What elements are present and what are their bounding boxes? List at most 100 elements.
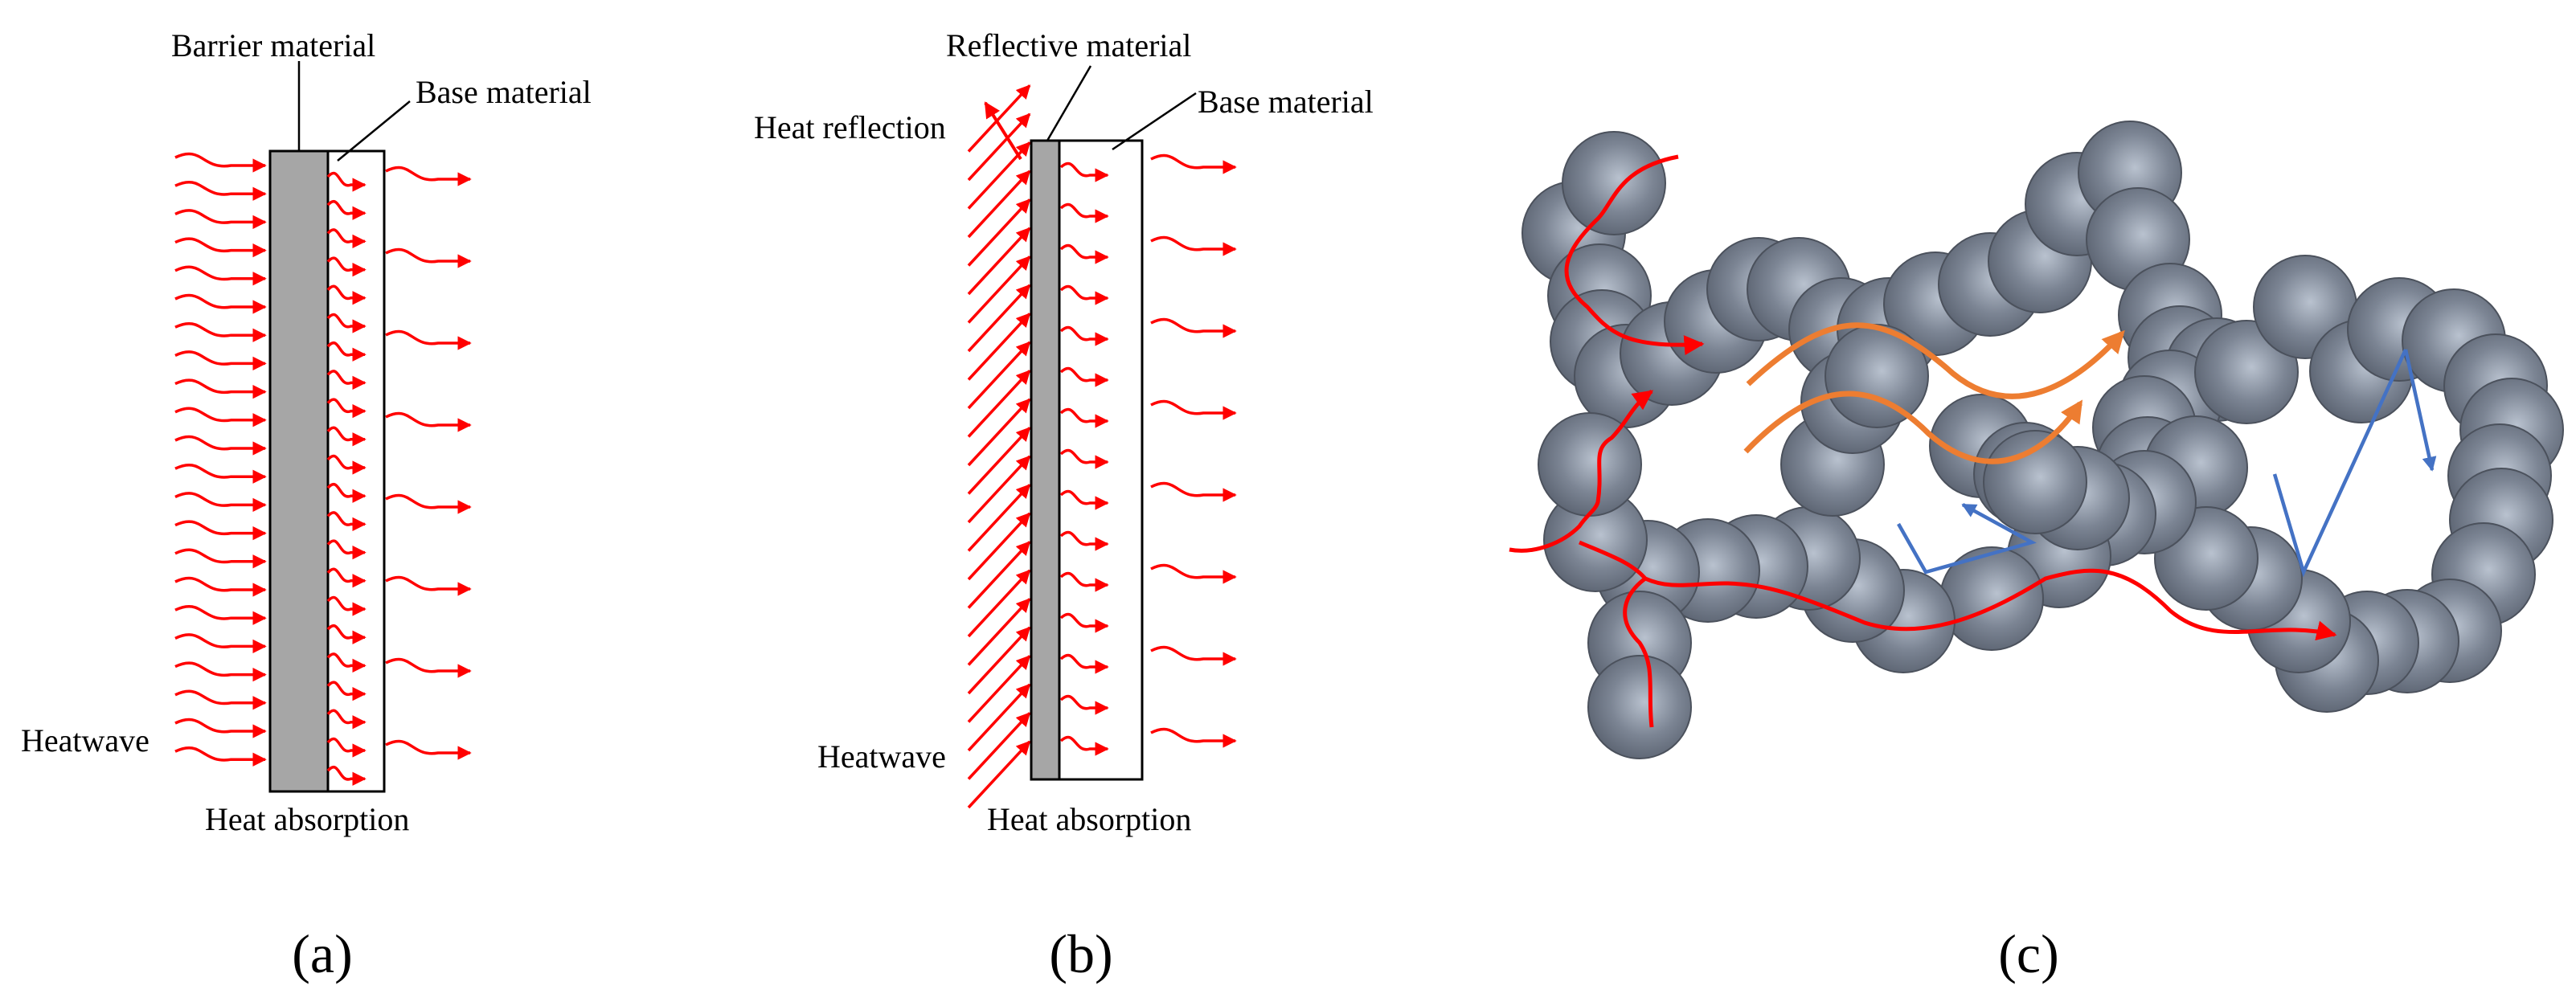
heat-wave-arrow bbox=[1059, 448, 1109, 469]
panel-c-heat-path-1 bbox=[1564, 154, 1705, 356]
heat-incident-arrow bbox=[967, 256, 1031, 324]
heat-wave-arrow bbox=[174, 180, 267, 201]
heat-incident-arrow bbox=[967, 84, 1031, 153]
panel-a-barrier-label: Barrier material bbox=[171, 27, 375, 63]
heat-wave-arrow bbox=[174, 350, 267, 371]
heat-incident-arrow bbox=[967, 427, 1031, 495]
heat-wave-arrow bbox=[326, 313, 367, 333]
heat-incident-arrow bbox=[967, 198, 1031, 267]
heat-incident-arrow bbox=[967, 370, 1031, 438]
panel-b-reflective-layer bbox=[1030, 139, 1061, 781]
heat-wave-arrow bbox=[1059, 653, 1109, 674]
heat-wave-arrow bbox=[174, 689, 267, 710]
panel-c-particle-network bbox=[1521, 121, 2564, 759]
heat-incident-arrow bbox=[967, 712, 1031, 780]
panel-b-caption: (b) bbox=[1049, 923, 1112, 984]
heat-wave-arrow bbox=[385, 657, 472, 678]
panel-b-reflective-leader bbox=[1046, 65, 1092, 141]
heat-incident-arrow bbox=[967, 313, 1031, 381]
heat-wave-arrow bbox=[1150, 645, 1237, 666]
panel-c-heat-path-4 bbox=[1623, 576, 1654, 728]
heat-wave-arrow bbox=[326, 624, 367, 644]
heat-wave-arrow bbox=[385, 739, 472, 760]
heat-wave-arrow bbox=[1059, 694, 1109, 715]
heat-incident-arrow bbox=[967, 227, 1031, 296]
heat-wave-arrow bbox=[1150, 153, 1237, 174]
panel-b-reflection-label: Heat reflection bbox=[754, 109, 946, 145]
heat-wave-arrow bbox=[174, 237, 267, 258]
panel-c-flow-arrow-2 bbox=[1743, 391, 2083, 464]
heat-wave-arrow bbox=[326, 171, 367, 192]
heat-wave-arrow bbox=[174, 321, 267, 342]
panel-c-caption: (c) bbox=[1998, 923, 2058, 984]
heat-incident-arrow bbox=[967, 655, 1031, 723]
heat-wave-arrow bbox=[1150, 235, 1237, 256]
heat-wave-arrow bbox=[1059, 612, 1109, 633]
heat-wave-arrow bbox=[326, 454, 367, 475]
heat-wave-arrow bbox=[326, 426, 367, 447]
heat-incident-arrow bbox=[967, 484, 1031, 552]
heat-wave-arrow bbox=[326, 737, 367, 758]
heat-wave-arrow bbox=[174, 548, 267, 569]
panel-c-flow-arrow-1 bbox=[1746, 322, 2125, 399]
heat-wave-arrow bbox=[1150, 481, 1237, 502]
heat-wave-arrow bbox=[1059, 243, 1109, 264]
heat-incident-arrow bbox=[967, 569, 1031, 638]
panel-a-barrier-layer bbox=[268, 149, 330, 793]
panel-c-scatter-path-2 bbox=[2272, 349, 2408, 578]
heat-wave-arrow bbox=[174, 293, 267, 314]
heat-incident-arrow bbox=[967, 512, 1031, 581]
heat-wave-arrow bbox=[326, 681, 367, 701]
panel-a-heatwave-label: Heatwave bbox=[21, 722, 149, 759]
heat-wave-arrow bbox=[1059, 571, 1109, 592]
heat-wave-arrow bbox=[326, 539, 367, 560]
panel-b-reflection-arrow bbox=[984, 101, 1022, 161]
panel-a-base-label: Base material bbox=[416, 74, 592, 110]
heat-wave-arrow bbox=[326, 341, 367, 362]
heat-wave-arrow bbox=[1059, 325, 1109, 346]
heat-wave-arrow bbox=[1059, 407, 1109, 428]
heat-wave-arrow bbox=[326, 595, 367, 616]
panel-c-scatter-path-3 bbox=[2403, 349, 2437, 472]
heat-wave-arrow bbox=[385, 411, 472, 432]
heat-wave-arrow bbox=[326, 256, 367, 277]
heat-wave-arrow bbox=[174, 463, 267, 484]
heat-wave-arrow bbox=[326, 511, 367, 532]
heat-wave-arrow bbox=[1059, 202, 1109, 223]
panel-b-base-leader bbox=[1112, 92, 1197, 151]
heat-wave-arrow bbox=[326, 709, 367, 730]
panel-a-transmitted-heat-arrows bbox=[326, 171, 367, 786]
heat-wave-arrow bbox=[326, 398, 367, 419]
heat-wave-arrow bbox=[385, 247, 472, 268]
heat-incident-arrow bbox=[967, 398, 1031, 467]
heat-wave-arrow bbox=[385, 575, 472, 596]
heat-wave-arrow bbox=[174, 265, 267, 286]
heat-wave-arrow bbox=[1059, 735, 1109, 756]
heat-incident-arrow bbox=[967, 740, 1031, 809]
panel-c-heat-path-3 bbox=[1579, 540, 2337, 641]
heat-wave-arrow bbox=[174, 718, 267, 738]
heat-wave-arrow bbox=[1059, 366, 1109, 387]
heat-wave-arrow bbox=[174, 604, 267, 625]
panel-b-base-layer bbox=[1058, 139, 1144, 781]
panel-b-reflected-heat-arrows bbox=[967, 84, 1031, 809]
panel-b-transmitted-heat-arrows bbox=[1059, 162, 1109, 756]
panel-b-heatwave-label: Heatwave bbox=[817, 738, 946, 775]
heat-wave-arrow bbox=[1059, 489, 1109, 510]
heat-incident-arrow bbox=[967, 112, 1031, 182]
heat-wave-arrow bbox=[174, 378, 267, 399]
particle bbox=[1587, 655, 1692, 759]
heat-wave-arrow bbox=[174, 407, 267, 427]
heat-wave-arrow bbox=[174, 520, 267, 541]
heat-wave-arrow bbox=[174, 576, 267, 597]
heat-wave-arrow bbox=[174, 435, 267, 456]
heat-incident-arrow bbox=[967, 683, 1031, 752]
heat-wave-arrow bbox=[1059, 530, 1109, 551]
panel-b: Reflective material Base material Heat r… bbox=[754, 27, 1374, 984]
heat-wave-arrow bbox=[174, 152, 267, 173]
heat-incident-arrow bbox=[967, 141, 1031, 210]
panel-a-base-layer bbox=[326, 149, 386, 793]
heat-wave-arrow bbox=[1059, 162, 1109, 182]
panel-c: (c) bbox=[1509, 121, 2564, 984]
